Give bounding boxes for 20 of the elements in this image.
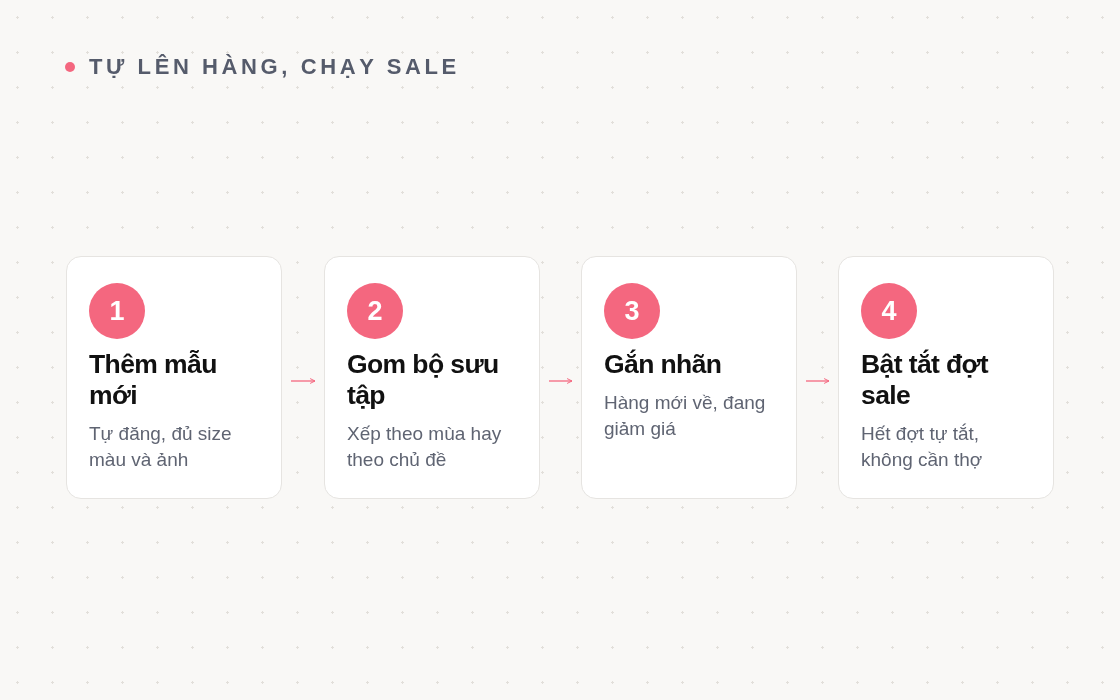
arrow xyxy=(548,378,573,384)
step-number: 3 xyxy=(604,283,660,339)
step-description: Hàng mới về, đang giảm giá xyxy=(604,391,767,441)
step-number: 4 xyxy=(861,283,917,339)
step-title: Thêm mẫu mới xyxy=(89,349,218,411)
step-description: Hết đợt tự tắt, không cần thợ xyxy=(861,422,984,472)
arrow xyxy=(805,378,830,384)
step-description: Tự đăng, đủ size màu và ảnh xyxy=(89,422,233,472)
step-card xyxy=(324,256,540,499)
step-title: Gắn nhãn xyxy=(604,349,722,380)
step-title: Gom bộ sưu tập xyxy=(347,349,500,411)
step-card xyxy=(66,256,282,499)
arrow xyxy=(290,378,316,384)
step-card xyxy=(581,256,797,499)
step-card xyxy=(838,256,1054,499)
page-title: TỰ LÊN HÀNG, CHẠY SALE xyxy=(89,53,460,81)
step-description: Xếp theo mùa hay theo chủ đề xyxy=(347,422,503,472)
step-title: Bật tắt đợt sale xyxy=(861,349,990,411)
step-number: 2 xyxy=(347,283,403,339)
step-number: 1 xyxy=(89,283,145,339)
